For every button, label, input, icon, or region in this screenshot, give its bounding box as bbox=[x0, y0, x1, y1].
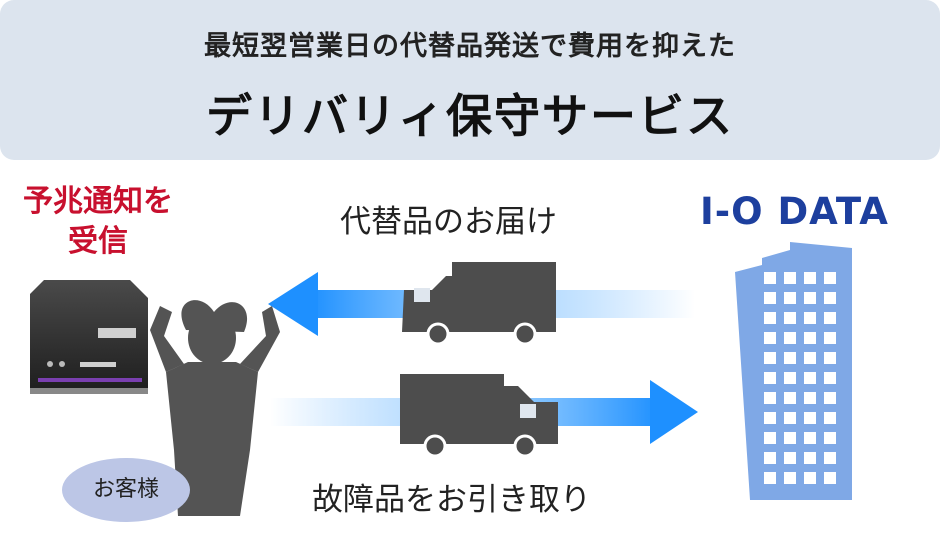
worried-customer-icon bbox=[150, 300, 280, 516]
building-window bbox=[784, 472, 796, 484]
building-window bbox=[804, 312, 816, 324]
building-window bbox=[764, 432, 776, 444]
building-window bbox=[804, 432, 816, 444]
alert-notice: 予兆通知を 受信 bbox=[0, 182, 196, 262]
building-window bbox=[804, 272, 816, 284]
building-window bbox=[804, 292, 816, 304]
building-window bbox=[804, 412, 816, 424]
header-subtitle: 最短翌営業日の代替品発送で費用を抑えた bbox=[204, 31, 736, 62]
building-window bbox=[784, 392, 796, 404]
building-window bbox=[764, 272, 776, 284]
building-window bbox=[804, 472, 816, 484]
header-banner bbox=[0, 0, 940, 160]
building-window bbox=[824, 292, 836, 304]
delivery-truck-icon bbox=[402, 262, 556, 346]
building-window bbox=[784, 412, 796, 424]
building-window bbox=[784, 432, 796, 444]
building-window bbox=[764, 312, 776, 324]
building-window bbox=[784, 332, 796, 344]
pickup-truck-icon bbox=[400, 374, 558, 458]
brand-logo: I-O DATA bbox=[700, 190, 889, 233]
building-window bbox=[824, 452, 836, 464]
building-window bbox=[824, 312, 836, 324]
building-window bbox=[784, 292, 796, 304]
building-window bbox=[804, 332, 816, 344]
building-window bbox=[764, 352, 776, 364]
building-window bbox=[824, 372, 836, 384]
building-window bbox=[764, 292, 776, 304]
building-window bbox=[764, 372, 776, 384]
building-window bbox=[784, 352, 796, 364]
alert-notice-line2: 受信 bbox=[68, 224, 128, 259]
building-window bbox=[764, 332, 776, 344]
building-window bbox=[824, 432, 836, 444]
building-window bbox=[784, 372, 796, 384]
building-window bbox=[764, 392, 776, 404]
building-window bbox=[824, 392, 836, 404]
customer-label: お客様 bbox=[92, 477, 159, 502]
building-window bbox=[824, 272, 836, 284]
building-window bbox=[824, 332, 836, 344]
alert-notice-line1: 予兆通知を bbox=[23, 184, 173, 219]
header-title: デリバリィ保守サービス bbox=[206, 89, 734, 143]
building-window bbox=[784, 312, 796, 324]
building-window bbox=[824, 472, 836, 484]
customer-badge: お客様 bbox=[62, 458, 190, 522]
building-window bbox=[764, 472, 776, 484]
pickup-label: 故障品をお引き取り bbox=[312, 482, 591, 518]
building-window bbox=[784, 272, 796, 284]
building-window bbox=[764, 452, 776, 464]
building-window bbox=[804, 372, 816, 384]
building-window bbox=[824, 412, 836, 424]
building-icon bbox=[735, 242, 852, 500]
nas-device-icon bbox=[30, 280, 148, 394]
building-window bbox=[804, 392, 816, 404]
delivery-label: 代替品のお届け bbox=[340, 204, 557, 240]
building-window bbox=[824, 352, 836, 364]
building-window bbox=[784, 452, 796, 464]
building-window bbox=[804, 352, 816, 364]
building-window bbox=[804, 452, 816, 464]
building-window bbox=[764, 412, 776, 424]
